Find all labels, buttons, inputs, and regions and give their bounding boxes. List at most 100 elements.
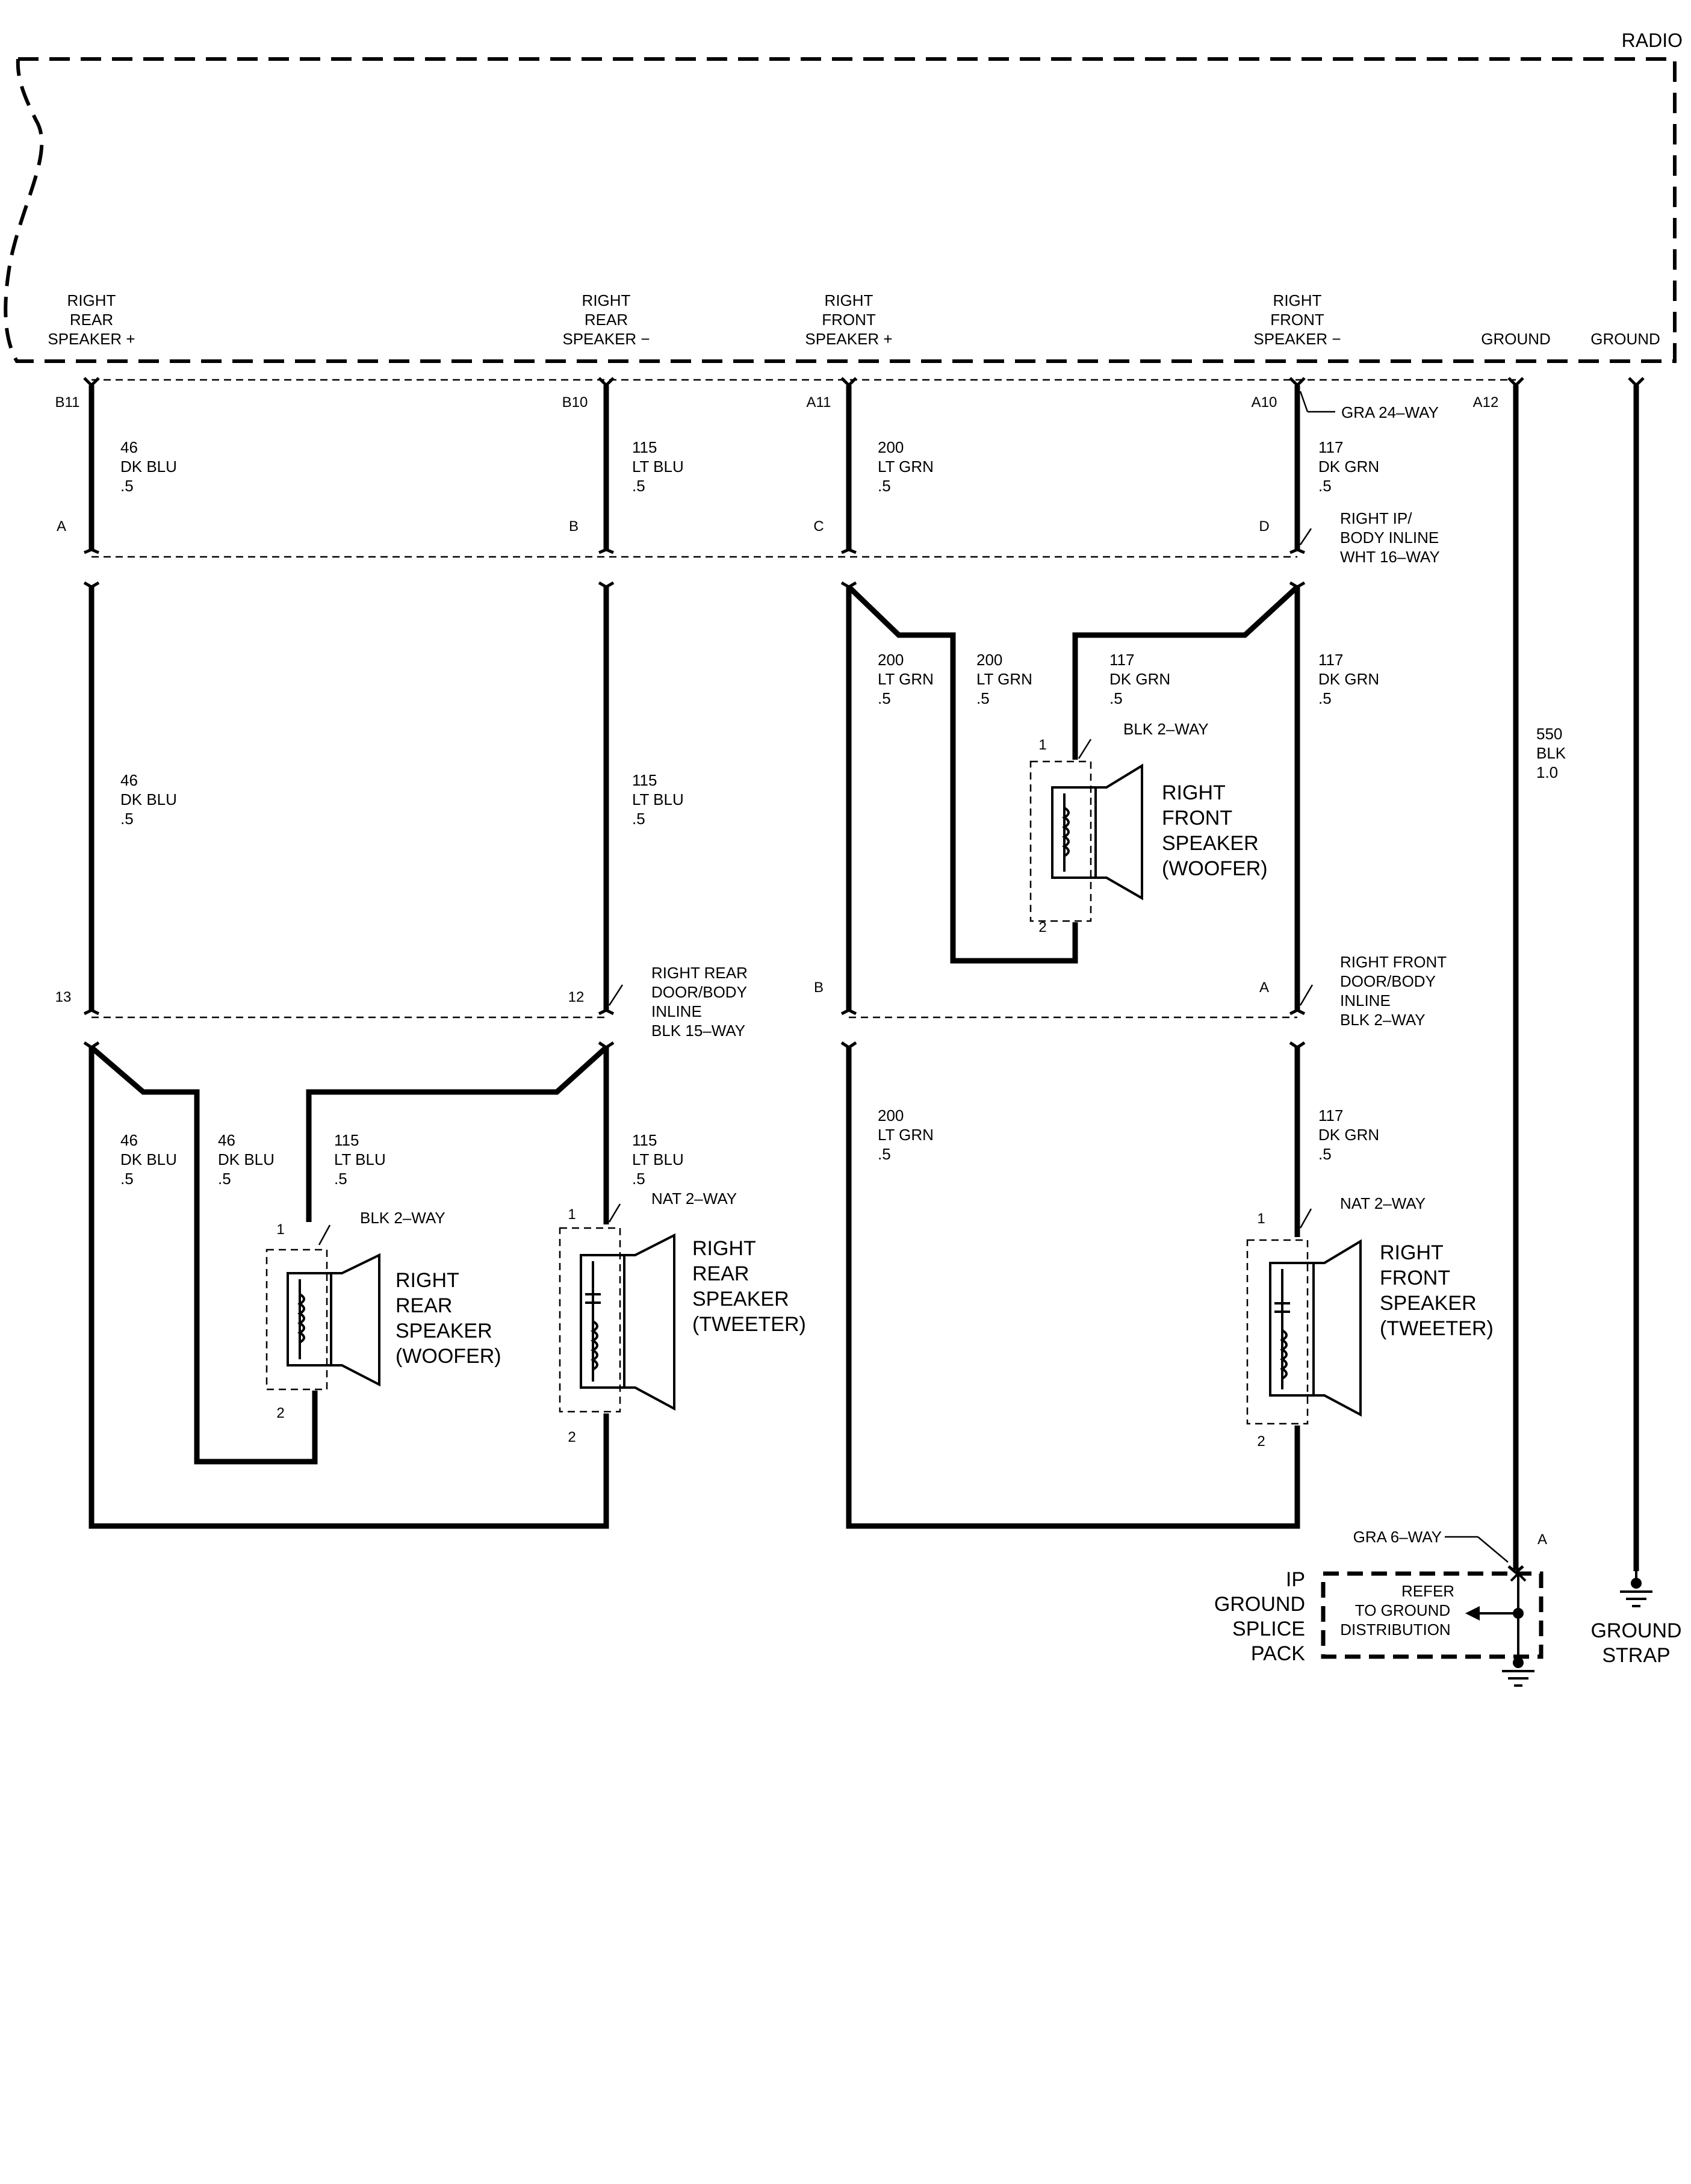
wire-label: DK BLU (120, 458, 177, 476)
ip-ground-splice-box (1321, 1571, 1544, 1659)
ip-splice-label-1: IP (1286, 1568, 1305, 1591)
front-door-label-2: DOOR/BODY (1340, 972, 1436, 990)
wire-label: .5 (218, 1170, 231, 1188)
ground-area: GRA 6–WAY A REFER TO GROUND DISTRIBUTION… (1214, 1528, 1682, 1687)
front-door-label-3: INLINE (1340, 991, 1391, 1010)
wire-label: 550 (1536, 725, 1562, 743)
connector-labels: GRA 24–WAY RIGHT IP/ BODY INLINE WHT 16–… (608, 391, 1447, 1040)
wire-label: .5 (878, 477, 891, 495)
ip-inline-label-2: BODY INLINE (1340, 529, 1439, 547)
wire-label: 115 (632, 1131, 657, 1149)
wire-rf-plus-loop (846, 1047, 1300, 1529)
rf-woofer-label-1: RIGHT (1162, 781, 1226, 804)
rf-tweeter-connector: NAT 2–WAY (1340, 1194, 1426, 1212)
rf-tweeter-speaker: 1 2 NAT 2–WAY RIGHT FRONT SPEAKER (TWEET… (1246, 1194, 1494, 1450)
terminal-rr-plus-2: REAR (70, 311, 113, 329)
rr-woofer-label-1: RIGHT (396, 1269, 459, 1292)
ground-strap-icon (1631, 1578, 1642, 1589)
wire-label: 200 (878, 438, 904, 456)
terminal-rr-minus-2: REAR (585, 311, 628, 329)
rf-woofer-label-4: (WOOFER) (1162, 857, 1268, 880)
wire-label: 200 (976, 651, 1002, 669)
rf-tweeter-label-4: (TWEETER) (1380, 1317, 1494, 1340)
rf-woofer-pin-1: 1 (1038, 737, 1046, 753)
wire-label: LT BLU (632, 458, 684, 476)
ip-splice-label-2: GROUND (1214, 1593, 1305, 1616)
wire-label: .5 (1318, 1145, 1332, 1163)
wire-label: DK BLU (120, 790, 177, 808)
rear-door-label-3: INLINE (651, 1002, 702, 1020)
wire-label: LT BLU (632, 790, 684, 808)
wire-label: .5 (632, 1170, 645, 1188)
wire-label: .5 (878, 689, 891, 707)
wire-label: 200 (878, 1106, 904, 1125)
wire-label: 1.0 (1536, 763, 1558, 781)
radio-connector-label: GRA 24–WAY (1341, 403, 1439, 421)
wire-label: DK GRN (1109, 670, 1170, 688)
wire-label: LT BLU (632, 1150, 684, 1168)
wire-label: LT GRN (878, 458, 934, 476)
wire-rf-woofer-branch (846, 585, 1078, 964)
wire-label: .5 (1109, 689, 1123, 707)
wire-label: .5 (334, 1170, 347, 1188)
terminal-rf-plus-1: RIGHT (825, 291, 873, 309)
wire-rr-plus-loop (88, 1047, 609, 1529)
pin-fd-a: A (1259, 979, 1269, 996)
rr-tweeter-connector: NAT 2–WAY (651, 1190, 737, 1208)
wire-label: .5 (632, 810, 645, 828)
wire-label: 117 (1318, 1106, 1343, 1125)
radio-box: RADIO (4, 29, 1683, 363)
refer-label-3: DISTRIBUTION (1340, 1621, 1450, 1639)
pin-a11: A11 (807, 394, 831, 411)
pin-rd-13: 13 (55, 989, 72, 1005)
radio-title: RADIO (1622, 29, 1683, 51)
rr-tweeter-label-2: REAR (692, 1262, 749, 1285)
terminal-rf-plus-2: FRONT (822, 311, 876, 329)
rf-tweeter-label-2: FRONT (1380, 1267, 1450, 1289)
wire-label: .5 (120, 810, 134, 828)
rr-tweeter-label-4: (TWEETER) (692, 1313, 806, 1336)
arrow-left-icon (1465, 1606, 1480, 1621)
wire-label: .5 (632, 477, 645, 495)
rr-tweeter-label-1: RIGHT (692, 1237, 756, 1260)
front-door-label-4: BLK 2–WAY (1340, 1011, 1426, 1029)
wire-label: LT GRN (878, 670, 934, 688)
pin-fd-b: B (814, 979, 824, 996)
wire-label: LT GRN (976, 670, 1032, 688)
wire-label: 115 (334, 1131, 359, 1149)
wire-label: 46 (120, 1131, 138, 1149)
rr-woofer-label-3: SPEAKER (396, 1320, 492, 1342)
terminal-ground-2: GROUND (1590, 330, 1660, 348)
rr-woofer-label-4: (WOOFER) (396, 1345, 501, 1368)
rf-woofer-label-2: FRONT (1162, 807, 1232, 830)
wire-label: 46 (120, 771, 138, 789)
terminal-rf-minus-1: RIGHT (1273, 291, 1322, 309)
gra-6way-label: GRA 6–WAY (1353, 1528, 1442, 1546)
terminal-ground-1: GROUND (1481, 330, 1551, 348)
wire-label: 46 (218, 1131, 235, 1149)
pin-rd-12: 12 (568, 989, 585, 1005)
terminal-labels: RIGHT REAR SPEAKER + RIGHT REAR SPEAKER … (48, 291, 1660, 348)
wire-labels: 46 DK BLU .5 46 DK BLU .5 46 DK BLU .5 4… (120, 438, 1566, 1188)
terminal-rr-minus-3: SPEAKER − (562, 330, 650, 348)
rear-door-label-1: RIGHT REAR (651, 964, 748, 982)
refer-label-1: REFER (1401, 1582, 1454, 1600)
wires (88, 385, 1639, 1571)
wire-label: 117 (1109, 651, 1134, 669)
pin-b10: B10 (562, 394, 588, 411)
rf-woofer-connector: BLK 2–WAY (1123, 720, 1209, 738)
ip-inline-label-3: WHT 16–WAY (1340, 548, 1440, 566)
wire-label: DK GRN (1318, 458, 1379, 476)
wire-rf-minus-woofer-branch (1072, 585, 1300, 760)
pin-ip-c: C (813, 518, 824, 535)
wire-label: 117 (1318, 651, 1343, 669)
wire-label: BLK (1536, 744, 1566, 762)
rf-tweeter-pin-2: 2 (1257, 1433, 1265, 1450)
rear-door-label-4: BLK 15–WAY (651, 1022, 745, 1040)
wire-label: .5 (120, 477, 134, 495)
wire-label: DK GRN (1318, 1126, 1379, 1144)
pin-ip-a: A (57, 518, 66, 535)
terminal-rr-minus-1: RIGHT (582, 291, 631, 309)
rr-tweeter-pin-1: 1 (568, 1206, 576, 1223)
connector-marks (83, 377, 1645, 1050)
